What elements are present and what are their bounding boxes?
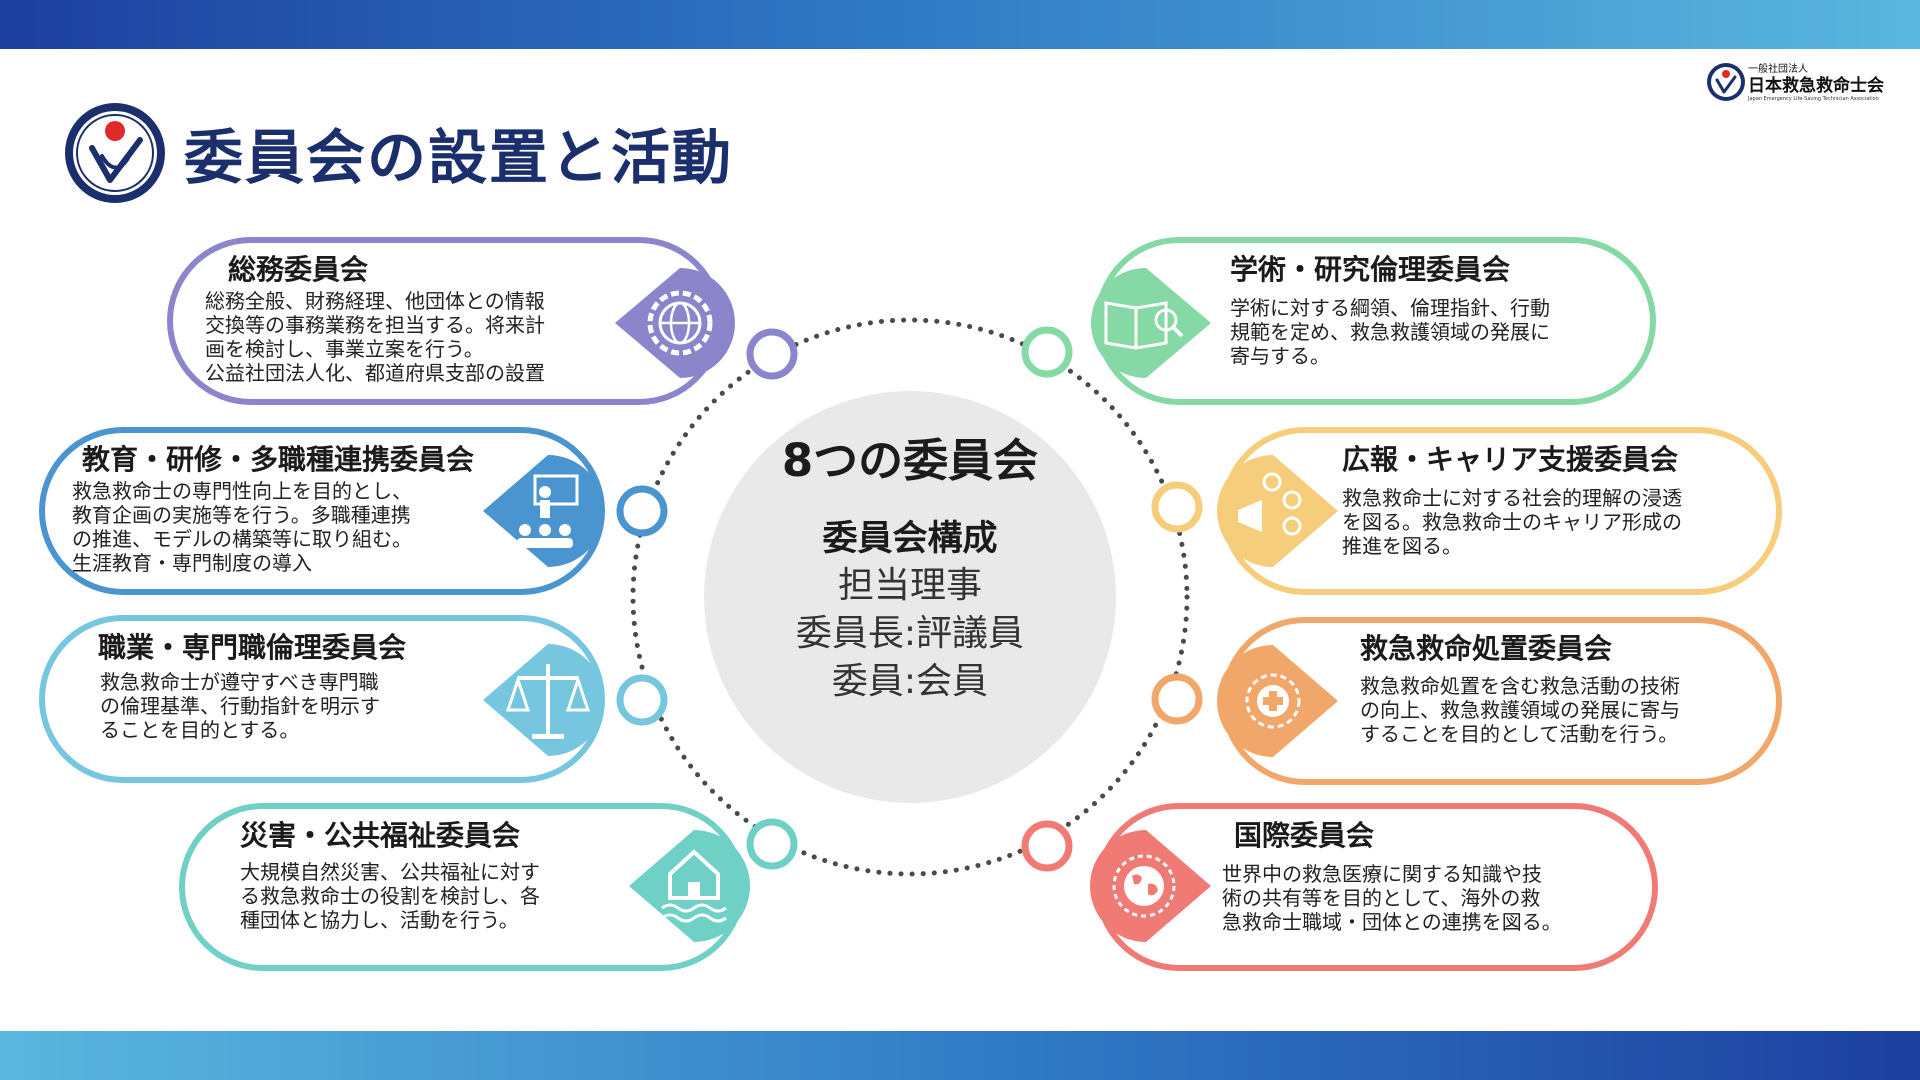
center-title: 8つの委員会: [781, 434, 1039, 487]
org-name: 日本救急救命士会: [1748, 76, 1884, 96]
scales-icon: [483, 644, 604, 756]
committee-desc-kyoiku: 救急救命士の専門性向上を目的とし、 教育企画の実施等を行う。多職種連携 の推進、…: [72, 479, 412, 575]
node-koho: [1151, 481, 1203, 533]
center-subtitle: 委員会構成: [822, 519, 998, 559]
committee-title-gakujutsu: 学術・研究倫理委員会: [1230, 253, 1511, 286]
committee-title-shochi: 救急救命処置委員会: [1360, 632, 1613, 665]
center-line-2: 委員長:評議員: [795, 613, 1025, 654]
orbit-ring: [630, 317, 1190, 877]
lecture-icon: [483, 455, 604, 567]
node-kokusai: [1021, 820, 1073, 872]
committee-title-somu: 総務委員会: [228, 253, 369, 286]
gear-globe-icon: [615, 268, 735, 378]
org-prefix: 一般社団法人: [1748, 64, 1808, 75]
node-kyoiku: [616, 485, 668, 537]
committee-title-shokugyo: 職業・専門職倫理委員会: [98, 631, 407, 664]
committee-desc-gakujutsu: 学術に対する綱領、倫理指針、行動 規範を定め、救急救護領域の発展に 寄与する。: [1230, 296, 1550, 368]
center-circle: [704, 391, 1116, 803]
committee-title-saigai: 災害・公共福祉委員会: [240, 819, 521, 852]
medical-cross-icon: [1217, 645, 1338, 757]
committee-title-kyoiku: 教育・研修・多職種連携委員会: [82, 443, 475, 476]
committee-desc-kokusai: 世界中の救急医療に関する知識や技 術の共有等を目的として、海外の救 急救命士職域…: [1222, 862, 1562, 934]
org-name-block: 一般社団法人 日本救急救命士会 Japan Emergency Life-Sav…: [1748, 64, 1898, 103]
committee-title-kokusai: 国際委員会: [1234, 819, 1375, 852]
node-shokugyo: [616, 674, 668, 726]
node-saigai: [746, 818, 798, 870]
center-line-3: 委員:会員: [831, 661, 989, 702]
bottom-band: [0, 1031, 1920, 1080]
flood-house-icon: [629, 830, 750, 942]
committee-desc-shokugyo: 救急救命士が遵守すべき専門職 の倫理基準、行動指針を明示す ることを目的とする。: [100, 670, 380, 742]
committee-desc-shochi: 救急救命処置を含む救急活動の技術 の向上、救急救護領域の発展に寄与 することを目…: [1360, 674, 1680, 746]
node-gakujutsu: [1021, 326, 1073, 378]
committee-desc-somu: 総務全般、財務経理、他団体との情報 交換等の事務業務を担当する。将来計 画を検討…: [205, 289, 545, 385]
top-band: [0, 0, 1920, 49]
org-logo: [1707, 63, 1745, 101]
committee-desc-koho: 救急救命士に対する社会的理解の浸透 を図る。救急救命士のキャリア形成の 推進を図…: [1342, 486, 1682, 558]
globe-icon: [1090, 830, 1211, 942]
committee-title-koho: 広報・キャリア支援委員会: [1342, 443, 1679, 476]
book-magnifier-icon: [1091, 268, 1211, 378]
page-title: 委員会の設置と活動: [184, 123, 734, 192]
center-line-1: 担当理事: [837, 565, 982, 606]
megaphone-people-icon: [1217, 455, 1338, 567]
org-name-en: Japan Emergency Life-Saving Technician A…: [1748, 96, 1879, 102]
node-somu: [746, 328, 798, 380]
committee-desc-saigai: 大規模自然災害、公共福祉に対す る救急救命士の役割を検討し、各 種団体と協力し、…: [240, 860, 540, 932]
node-shochi: [1151, 673, 1203, 725]
association-logo: [65, 103, 165, 203]
